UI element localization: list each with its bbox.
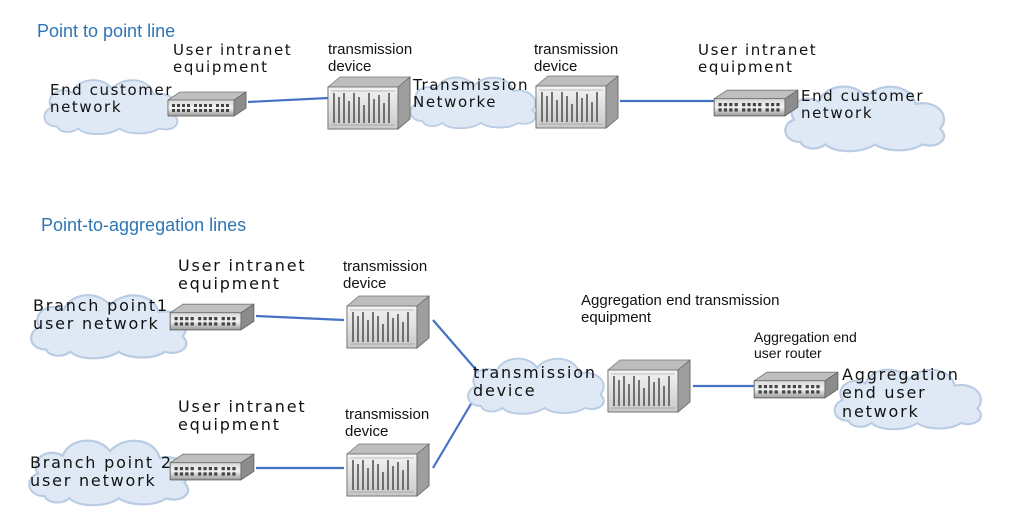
user-intranet-equipment-branch2-icon <box>169 453 255 481</box>
user-intranet-equipment-branch1-icon <box>169 303 255 331</box>
transmission-device-branch1-icon <box>346 295 430 349</box>
label-transmission-device-branch1: transmission device <box>343 258 428 293</box>
aggregation-end-transmission-equipment-icon <box>607 359 691 413</box>
label-end-customer-network-left: End customer network <box>50 81 174 117</box>
label-aggregation-end-transmission-equipment: Aggregation end transmission equipment <box>581 292 780 327</box>
label-transmission-device-branch2: transmission device <box>345 406 430 441</box>
transmission-device-left-icon <box>327 76 411 130</box>
label-branch-point1-user-network: Branch point1 user network <box>33 296 169 334</box>
label-aggregation-end-user-network: Aggregation end user network <box>842 365 960 421</box>
label-user-intranet-equipment-branch2: User intranet equipment <box>178 397 307 435</box>
transmission-device-right-icon <box>535 75 619 129</box>
transmission-device-branch2-icon <box>346 443 430 497</box>
link-branch2-device-to-center <box>432 391 479 469</box>
link-left-equipment-to-device <box>247 96 329 104</box>
label-transmission-device-left: transmission device <box>328 41 413 76</box>
label-user-intranet-equipment-left: User intranet equipment <box>173 41 293 77</box>
label-end-customer-network-right: End customer network <box>801 87 925 123</box>
label-user-intranet-equipment-right: User intranet equipment <box>698 41 818 77</box>
label-branch-point2-user-network: Branch point 2 user network <box>30 453 173 491</box>
section-title-point-to-aggregation: Point-to-aggregation lines <box>41 215 247 235</box>
label-aggregation-end-user-router: Aggregation end user router <box>754 329 857 362</box>
label-user-intranet-equipment-branch1: User intranet equipment <box>178 256 307 294</box>
user-intranet-equipment-left-icon <box>167 91 247 117</box>
aggregation-end-user-router-icon <box>753 371 839 399</box>
link-branch1-equipment-to-device <box>255 314 345 322</box>
link-branch1-device-to-center <box>432 319 479 373</box>
label-transmission-device-right: transmission device <box>534 41 619 76</box>
section-title-point-to-point: Point to point line <box>37 21 176 41</box>
label-transmission-networke: Transmission Networke <box>413 76 530 112</box>
label-transmission-device-center: transmission device <box>473 363 597 401</box>
user-intranet-equipment-right-icon <box>713 89 799 117</box>
connection-lines <box>247 96 762 470</box>
